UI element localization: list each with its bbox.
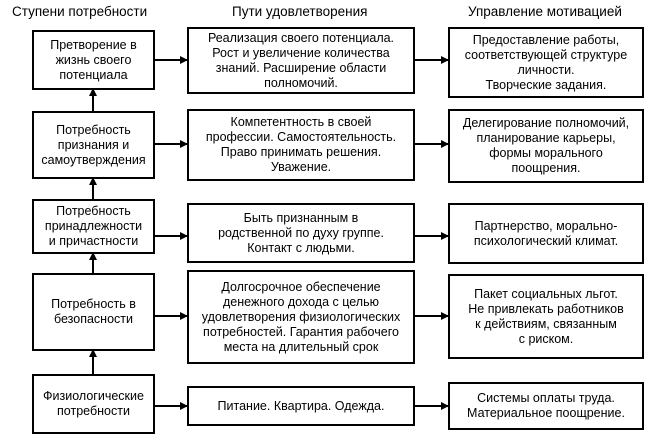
ways-box-physiological: Питание. Квартира. Одежда. [187, 386, 415, 426]
header-management: Управление мотивацией [468, 4, 622, 19]
level-label: Потребность в безопасности [51, 297, 136, 326]
ways-text: Питание. Квартира. Одежда. [217, 398, 385, 413]
ways-text: Реализация своего потенциала. Рост и уве… [207, 30, 395, 90]
header-ways: Пути удовлетворения [232, 4, 368, 19]
ways-text: Компетентность в своей профессии. Самост… [205, 115, 397, 174]
ways-box-belonging: Быть признанным в родственной по духу гр… [187, 203, 415, 263]
management-box-self-actualization: Предоставление работы, соответствующей с… [448, 27, 644, 98]
management-text: Системы оплаты труда. Материальное поощр… [467, 391, 625, 420]
ways-box-self-actualization: Реализация своего потенциала. Рост и уве… [187, 27, 415, 94]
level-label: Претворение в жизнь своего потенциала [50, 37, 137, 82]
ways-box-recognition: Компетентность в своей профессии. Самост… [187, 109, 415, 181]
management-box-physiological: Системы оплаты труда. Материальное поощр… [448, 382, 644, 430]
ways-box-safety: Долгосрочное обеспечение денежного доход… [187, 270, 415, 364]
level-box-safety: Потребность в безопасности [32, 273, 155, 351]
level-box-physiological: Физиологические потребности [32, 374, 155, 434]
level-box-self-actualization: Претворение в жизнь своего потенциала [32, 30, 155, 90]
management-box-recognition: Делегирование полномочий, планирование к… [448, 109, 644, 183]
management-box-belonging: Партнерство, морально- психологический к… [448, 203, 644, 264]
management-text: Делегирование полномочий, планирование к… [462, 116, 630, 175]
level-label: Потребность признания и самоутверждения [41, 122, 146, 167]
level-label: Потребность принадлежности и причастност… [44, 204, 143, 248]
header-levels: Ступени потребности [12, 4, 148, 19]
management-box-safety: Пакет социальных льгот. Не привлекать ра… [448, 274, 644, 359]
management-text: Предоставление работы, соответствующей с… [464, 32, 628, 92]
level-label: Физиологические потребности [43, 389, 144, 418]
ways-text: Быть признанным в родственной по духу гр… [218, 210, 384, 255]
management-text: Партнерство, морально- психологический к… [473, 218, 619, 248]
management-text: Пакет социальных льгот. Не привлекать ра… [468, 286, 624, 346]
ways-text: Долгосрочное обеспечение денежного доход… [201, 279, 401, 354]
level-box-recognition: Потребность признания и самоутверждения [32, 111, 155, 179]
level-box-belonging: Потребность принадлежности и причастност… [32, 199, 155, 254]
